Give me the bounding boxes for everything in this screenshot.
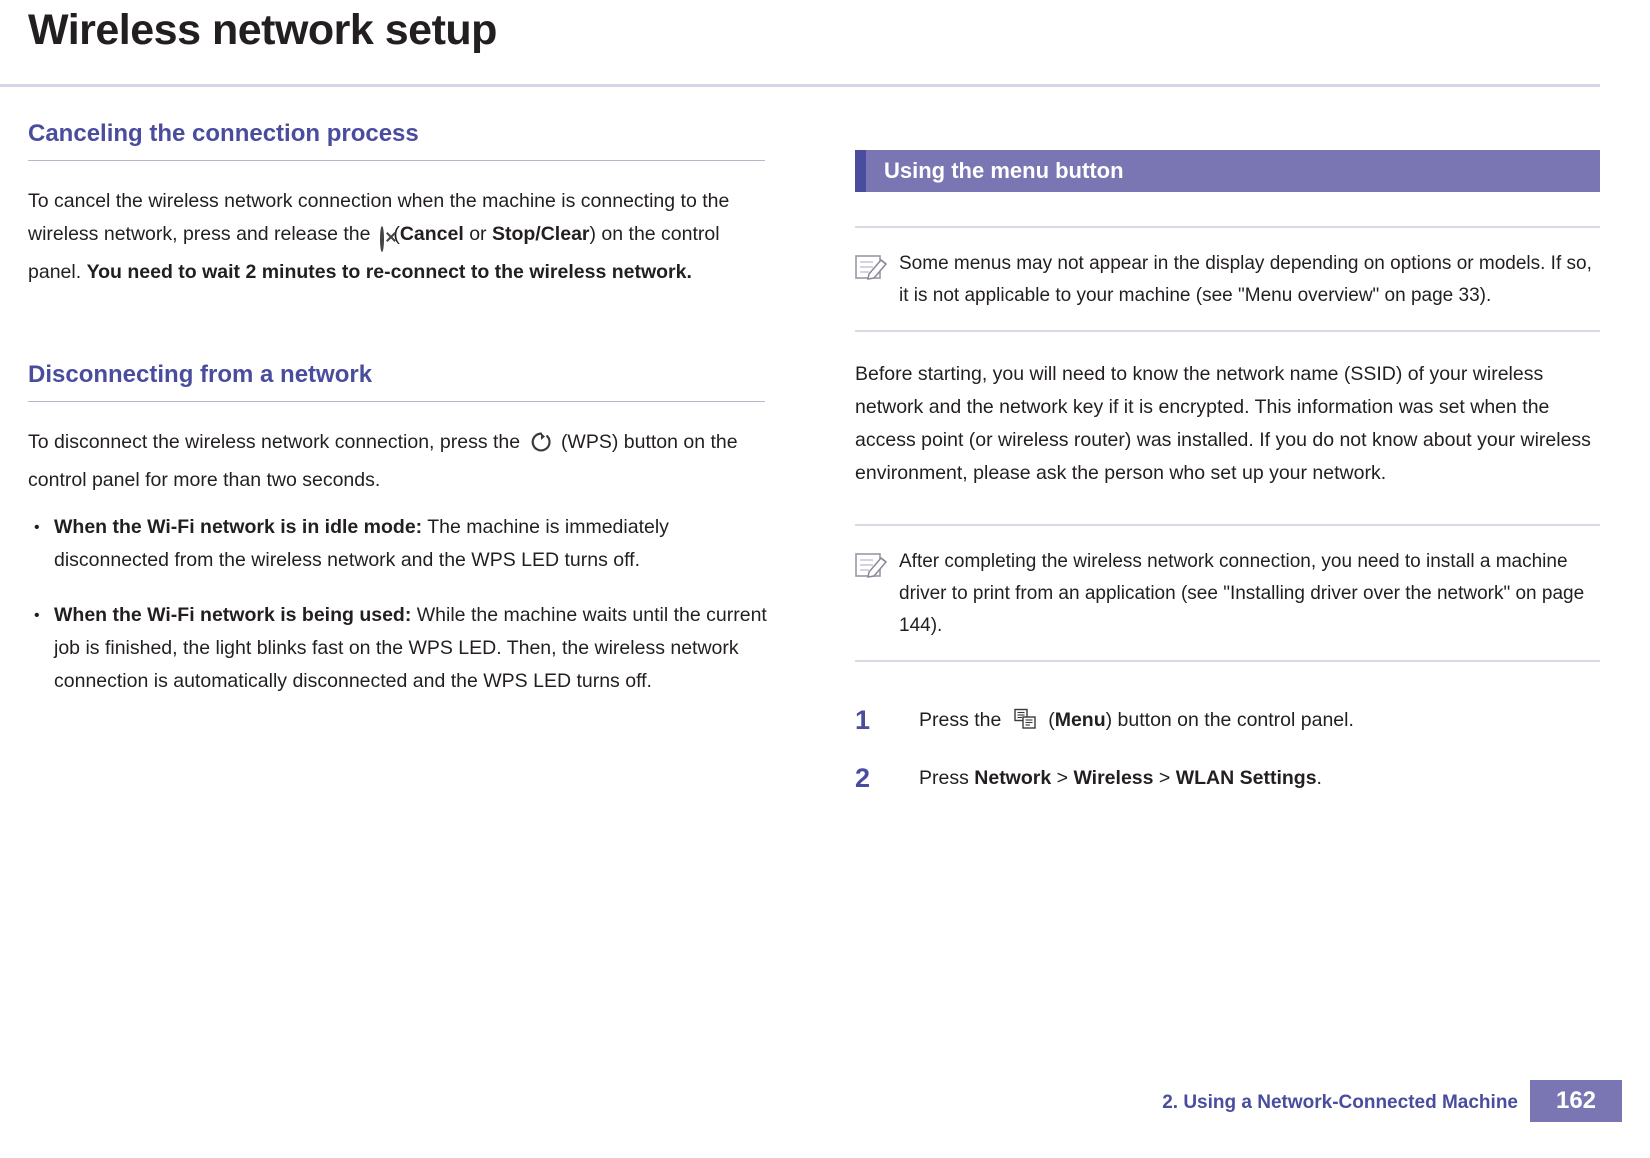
step-1-number: 1 [855, 705, 871, 735]
steps-list: 1 Press the [855, 704, 1600, 794]
header-divider [0, 84, 1600, 87]
step-2-sep-1: > [1051, 767, 1074, 789]
step-2-text-a: Press [919, 767, 975, 789]
bullet-1-bold: When the Wi-Fi network is in idle mode: [54, 516, 423, 538]
ssid-paragraph: Before starting, you will need to know t… [855, 363, 1591, 484]
bullet-1-text: The machine is immediately disconnected … [54, 516, 669, 571]
step-1-text-c: ) button on the control panel. [1105, 709, 1354, 731]
section-bar-title: Using the menu button [884, 158, 1124, 183]
step-2-text-end: . [1316, 767, 1322, 789]
canceling-paragraph: To cancel the wireless network connectio… [28, 185, 768, 289]
note-pencil-icon [855, 248, 899, 312]
disconnecting-bullet-list: When the Wi-Fi network is in idle mode: … [28, 511, 768, 698]
canceling-bold-wait: You need to wait 2 minutes to re-connect… [86, 261, 692, 283]
page-title: Wireless network setup [28, 6, 497, 54]
step-1-text: Press the (Menu) butto [919, 704, 1354, 736]
disconnecting-paragraph: To disconnect the wireless network conne… [28, 426, 768, 497]
cancel-icon [379, 223, 384, 256]
step-1: 1 Press the [855, 704, 1600, 736]
step-2-bold-wlan-settings: WLAN Settings [1175, 767, 1317, 789]
section-heading-disconnecting: Disconnecting from a network [28, 361, 373, 388]
footer: 2. Using a Network-Connected Machine 162 [0, 1080, 1650, 1122]
section-heading-canceling: Canceling the connection process [28, 120, 419, 147]
canceling-text-d: ) on the control panel. [28, 223, 720, 283]
step-1-text-b: ( [1048, 709, 1055, 731]
disconnecting-text-a: To disconnect the wireless network conne… [28, 431, 521, 453]
disconnecting-text-b: (WPS) button on the control panel for mo… [28, 431, 738, 491]
step-2-number: 2 [855, 763, 871, 793]
note-text-menus: Some menus may not appear in the display… [899, 253, 1592, 306]
section-bar-accent [855, 150, 866, 192]
footer-chapter-label: 2. Using a Network-Connected Machine [1162, 1092, 1518, 1113]
bullet-2-text: While the machine waits until the curren… [54, 604, 767, 692]
step-2-text: Press Network > Wireless > WLAN Settings… [919, 762, 1322, 794]
wps-icon [530, 431, 552, 464]
canceling-text-b: ( [393, 223, 400, 245]
left-column: Canceling the connection process To canc… [28, 120, 768, 720]
right-column: Using the menu button Some menus may not… [855, 150, 1600, 820]
section-bar-using-menu-button: Using the menu button [855, 150, 1600, 192]
step-2-bold-wireless: Wireless [1073, 767, 1154, 789]
footer-page-number: 162 [1530, 1080, 1622, 1122]
list-item: When the Wi-Fi network is being used: Wh… [28, 599, 768, 698]
note-pencil-icon-2 [855, 546, 899, 642]
canceling-text-a: To cancel the wireless network connectio… [28, 190, 730, 245]
bullet-2-bold: When the Wi-Fi network is being used: [54, 604, 412, 626]
step-1-text-a: Press the [919, 709, 1002, 731]
canceling-text-c: or [463, 223, 492, 245]
note-box-menus: Some menus may not appear in the display… [855, 226, 1600, 332]
spacer [28, 299, 768, 361]
section-heading-rule [28, 160, 765, 161]
step-1-bold-menu: Menu [1054, 709, 1106, 731]
section-heading-rule-2 [28, 401, 765, 402]
step-2-sep-2: > [1153, 767, 1176, 789]
canceling-bold-cancel: Cancel [399, 223, 464, 245]
note-text-driver: After completing the wireless network co… [899, 551, 1585, 636]
step-2: 2 Press Network > Wireless > WLAN Settin… [855, 762, 1600, 794]
list-item: When the Wi-Fi network is in idle mode: … [28, 511, 768, 577]
canceling-bold-stopclear: Stop/Clear [491, 223, 590, 245]
step-2-bold-network: Network [974, 767, 1052, 789]
note-box-driver: After completing the wireless network co… [855, 524, 1600, 662]
menu-icon [1013, 708, 1037, 730]
